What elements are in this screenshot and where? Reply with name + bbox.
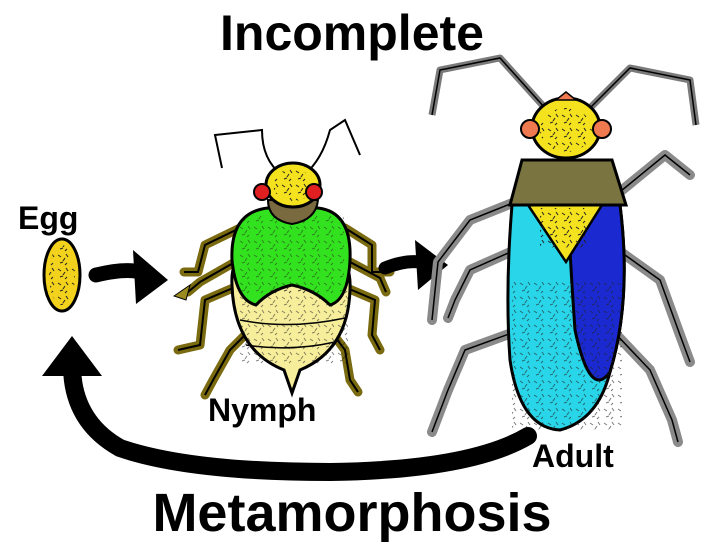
title-incomplete: Incomplete [0, 8, 704, 58]
label-adult: Adult [532, 440, 614, 472]
egg-illustration [44, 239, 80, 311]
nymph-illustration [174, 120, 390, 395]
arrow-egg-to-nymph [96, 250, 168, 304]
label-nymph: Nymph [208, 394, 316, 426]
adult-illustration [432, 58, 696, 442]
title-metamorphosis: Metamorphosis [0, 486, 704, 540]
label-egg: Egg [18, 202, 78, 234]
